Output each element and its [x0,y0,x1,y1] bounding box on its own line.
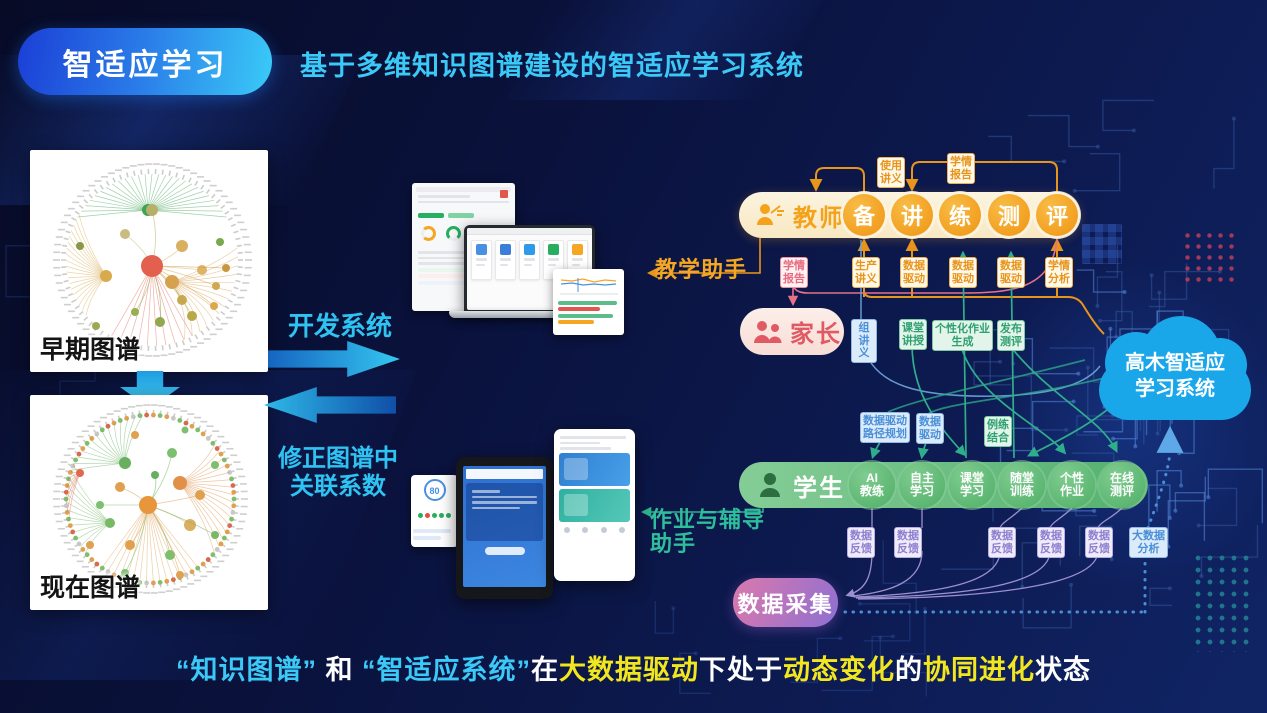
student-stage-self-study: 自主学习 [899,462,945,508]
student-role-label: 学生 [793,474,845,502]
line-chart [560,278,618,295]
label-use-notes: 使用讲义 [877,157,905,188]
label-data-driven-1: 数据驱动 [900,257,928,288]
caption-seg: 下处于 [699,655,783,685]
caption-seg: 在 [531,655,559,685]
fix-graph-label: 修正图谱中 关联系数 [272,445,404,501]
caption-seg: 协同进化 [923,655,1035,685]
student-stage-class-learning: 课堂学习 [949,462,995,508]
report-panel-mockup [553,269,624,335]
homework-assistant-label: 作业与辅导 助手 [650,508,765,556]
label-example-practice: 例练结合 [984,416,1012,447]
green-button [418,213,444,218]
system-cloud: 高木智适应 学习系统 [1093,316,1257,430]
title-badge: 智适应学习 [18,28,272,95]
label-data-feedback-1: 数据反馈 [847,527,875,558]
stage-circle-evaluate: 评 [1036,194,1078,236]
tablet-mockup [456,457,553,599]
teacher-icon [757,204,784,225]
cloud-label: 高木智适应 学习系统 [1125,352,1225,400]
green-donut-chart [446,226,461,241]
early-graph-label: 早期图谱 [40,336,141,364]
result-dots [411,505,458,523]
label-data-feedback-5: 数据反馈 [1085,527,1113,558]
caption-seg: 的 [895,655,923,685]
current-graph-image: 现在图谱 [30,395,268,610]
tab-bar-mockup [558,526,631,533]
label-organize-notes: 组讲义 [851,319,877,363]
student-stage-personal-homework: 个性作业 [1049,462,1095,508]
stage-circle-lecture: 讲 [891,194,933,236]
label-learning-report: 学情报告 [780,257,808,288]
label-data-driven-3: 数据驱动 [997,257,1025,288]
student-icon [760,473,780,497]
score-card-mockup: 80 [411,475,458,547]
caption-seg: “智适应系统” [362,655,531,685]
caption-seg: 和 [316,655,362,685]
phone-mockup [554,429,635,581]
app-card [495,240,517,280]
label-data-feedback-2: 数据反馈 [894,527,922,558]
parent-pill: 家长 [740,308,844,355]
label-publish-assessment: 发布测评 [997,320,1025,351]
app-card [518,240,540,280]
homework-assistant-line1: 作业与辅导 [650,507,766,532]
develop-system-label: 开发系统 [288,311,393,341]
label-data-feedback-4: 数据反馈 [1037,527,1065,558]
student-stage-online-assessment: 在线测评 [1099,462,1145,508]
red-app-icon [500,190,508,198]
lesson-card-teal [559,488,630,522]
parents-icon [754,320,782,343]
label-classroom-teaching: 课堂讲授 [899,319,927,350]
blue-glow [980,260,1267,590]
label-data-driven-mid: 数据驱动 [916,413,944,444]
stage-circle-test: 测 [988,194,1030,236]
start-button-mockup [484,547,525,555]
score-gauge: 80 [423,479,446,501]
laptop-base [449,311,609,318]
student-stage-class-training: 随堂训练 [999,462,1045,508]
data-collection-pill: 数据采集 [733,578,838,627]
data-collection-label: 数据采集 [737,591,834,617]
badge-label: 智适应学习 [62,48,228,82]
fix-graph-line2: 关联系数 [290,473,386,500]
stage-circle-prepare: 备 [843,194,885,236]
early-graph-network [53,163,252,357]
teacher-role-label: 教师 [793,204,845,232]
bottom-caption: “知识图谱” 和 “智适应系统”在大数据驱动下处于动态变化的协同进化状态 [0,648,1267,687]
app-card [471,240,493,280]
caption-seg: 状态 [1035,655,1091,685]
caption-seg: 动态变化 [783,655,895,685]
teaching-assistant-label: 教学助手 [655,257,748,282]
current-graph-label: 现在图谱 [40,574,141,602]
stage-circle-practice: 练 [939,194,981,236]
caption-seg: 大数据驱动 [559,655,699,685]
label-personalized-homework-gen: 个性化作业生成 [932,320,993,351]
lesson-card-blue [559,452,630,486]
label-learning-report-top: 学情报告 [947,153,975,184]
square-grid [1082,224,1122,264]
orange-donut-chart [421,226,436,241]
parent-role-label: 家长 [790,321,842,348]
caption-seg: “知识图谱” [175,655,317,685]
label-data-driven-path-planning: 数据驱动路径规划 [860,412,910,443]
label-learning-analysis: 学情分析 [1045,257,1073,288]
label-big-data-analysis: 大数据分析 [1129,527,1168,558]
homework-assistant-line2: 助手 [650,531,697,556]
label-data-driven-2: 数据驱动 [949,257,977,288]
fix-graph-line1: 修正图谱中 [278,445,398,472]
label-data-feedback-3: 数据反馈 [988,527,1016,558]
early-graph-image: 早期图谱 [30,150,268,372]
page-title: 基于多维知识图谱建设的智适应学习系统 [300,51,804,81]
current-graph-network [53,404,248,594]
label-produce-notes: 生产讲义 [852,257,880,288]
